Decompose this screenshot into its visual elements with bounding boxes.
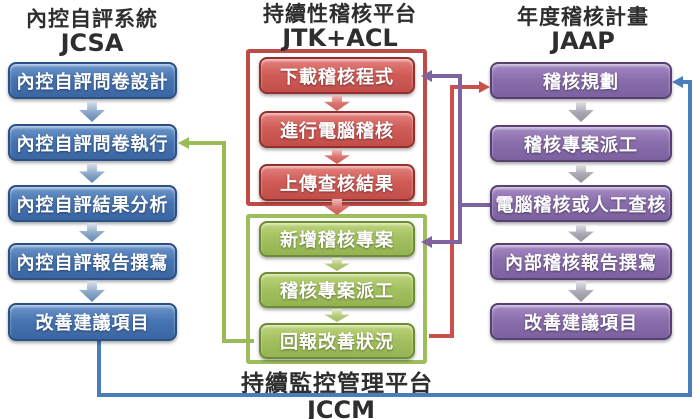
connector-blue-segment — [97, 341, 101, 397]
connector-purple-segment — [431, 74, 462, 78]
connector-red-segment — [450, 85, 454, 338]
jtk-header: 持續性稽核平台 JTK+ACL — [240, 2, 440, 51]
down-arrow-icon — [568, 164, 594, 183]
down-arrow-icon — [79, 281, 105, 302]
flow-node-jcsa-1: 內控自評問卷設計 — [8, 62, 177, 99]
jaap-header: 年度稽核計畫 JAAP — [483, 5, 683, 54]
down-arrow-icon — [568, 224, 594, 242]
flow-node-jcsa-3: 內控自評結果分析 — [8, 185, 177, 222]
down-arrow-icon — [79, 163, 105, 183]
flow-node-jaap-5: 改善建議項目 — [490, 303, 672, 340]
flow-node-jaap-1: 稽核規劃 — [490, 62, 672, 99]
connector-green-segment — [222, 339, 254, 343]
jcsa-code: JCSA — [60, 29, 124, 57]
flow-node-jaap-2: 稽核專案派工 — [490, 125, 672, 162]
down-arrow-icon — [79, 101, 105, 122]
connector-red-segment — [450, 85, 480, 89]
connector-purple-segment — [460, 203, 490, 207]
flow-node-jtk-2: 進行電腦稽核 — [259, 111, 415, 148]
arrowhead-right-icon — [479, 81, 490, 93]
down-arrow-icon — [79, 223, 105, 242]
arrowhead-left-icon — [421, 70, 432, 82]
arrowhead-left-icon — [421, 236, 432, 248]
connector-green-segment — [222, 141, 226, 343]
flow-node-jtk-3: 上傳查核結果 — [259, 164, 415, 201]
jtk-title: 持續性稽核平台 — [263, 2, 417, 26]
flow-node-jcsa-4: 內控自評報告撰寫 — [8, 243, 177, 280]
connector-red-segment — [429, 334, 454, 338]
flow-node-jcsa-2: 內控自評問卷執行 — [8, 124, 177, 161]
connector-green-segment — [188, 141, 226, 145]
connector-purple-segment — [431, 240, 462, 244]
flow-node-jaap-3: 電腦稽核或人工查核 — [490, 185, 672, 222]
jcsa-header: 內控自評系統 JCSA — [7, 7, 177, 56]
jcsa-title: 內控自評系統 — [26, 7, 158, 31]
arrowhead-left-icon — [178, 137, 189, 149]
jccm-title: 持續監控管理平台 — [241, 371, 433, 397]
jtk-code: JTK+ACL — [282, 24, 398, 52]
jaap-code: JAAP — [551, 27, 615, 55]
connector-blue-segment — [688, 80, 692, 397]
down-arrow-icon — [568, 281, 594, 302]
connector-blue-segment — [97, 393, 692, 397]
flow-node-jcsa-5: 改善建議項目 — [8, 303, 177, 341]
connector-purple-segment — [458, 74, 462, 244]
connector-blue-segment — [682, 80, 692, 84]
jccm-code: JCCM — [306, 396, 376, 419]
arrowhead-left-icon — [672, 76, 683, 88]
flow-node-jtk-1: 下載稽核程式 — [259, 57, 415, 94]
down-arrow-icon — [568, 101, 594, 122]
flow-node-jccm-3: 回報改善狀況 — [259, 323, 415, 359]
jaap-title: 年度稽核計畫 — [517, 5, 649, 29]
flow-node-jaap-4: 內部稽核報告撰寫 — [490, 243, 672, 280]
flow-node-jccm-2: 稽核專案派工 — [259, 272, 415, 308]
jccm-green-group — [246, 214, 427, 364]
flow-node-jccm-1: 新增稽核專案 — [259, 221, 415, 257]
